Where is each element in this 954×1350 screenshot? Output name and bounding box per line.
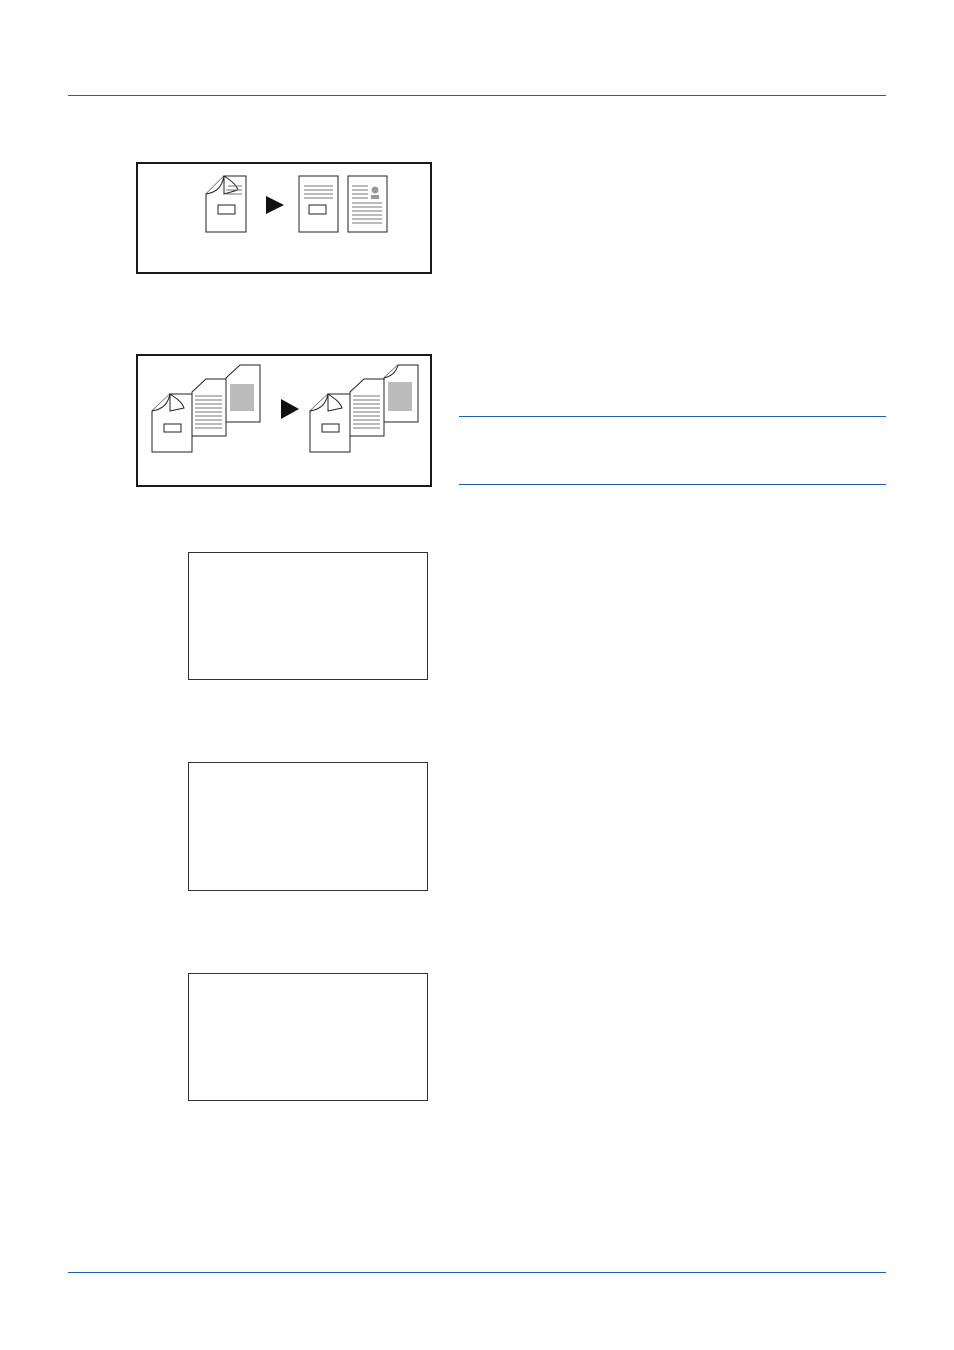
one-sided-to-two-sided-figure	[136, 162, 432, 274]
arrow-right-icon	[266, 196, 284, 214]
footer-rule	[68, 1272, 886, 1273]
page-stack-icon	[151, 364, 261, 453]
screen-box-2	[188, 762, 428, 891]
arrow-right-icon	[281, 399, 299, 419]
screen-box-1	[188, 552, 428, 680]
page-stack-icon	[309, 364, 419, 453]
note-top-rule	[459, 416, 886, 417]
two-sided-to-two-sided-figure	[136, 354, 432, 487]
folded-page-icon	[205, 175, 247, 233]
header-rule	[68, 95, 886, 96]
text-page-icon	[298, 175, 339, 233]
screen-box-3	[188, 973, 428, 1101]
portrait-page-icon	[347, 175, 388, 233]
note-bottom-rule	[459, 484, 886, 485]
